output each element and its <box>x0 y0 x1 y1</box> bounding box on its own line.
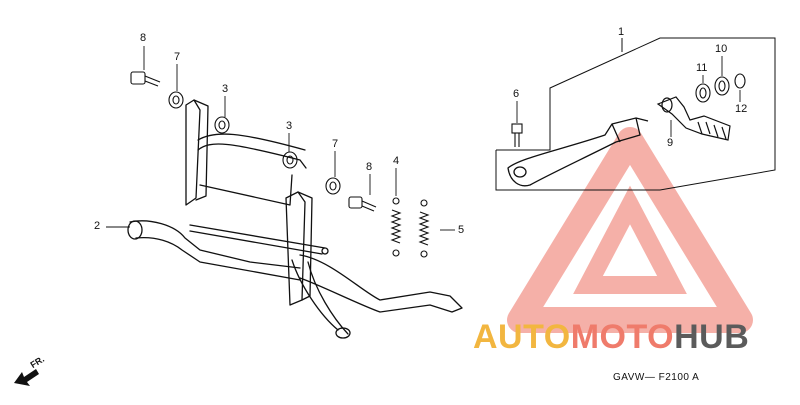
bolt-6 <box>511 123 523 147</box>
leader-lines <box>106 46 741 231</box>
callout-8-right: 8 <box>366 161 373 173</box>
spring-5 <box>418 199 430 258</box>
callout-5: 5 <box>458 224 465 236</box>
callout-2: 2 <box>94 220 101 232</box>
collar-3-left <box>214 116 230 134</box>
callout-10: 10 <box>715 43 728 55</box>
watermark-logo <box>507 127 753 333</box>
clip-12 <box>734 73 746 89</box>
kick-pedal-9 <box>656 96 731 141</box>
bolt-8-right <box>348 196 377 212</box>
callout-3-right: 3 <box>286 120 293 132</box>
washer-7-right <box>325 177 341 195</box>
callout-12: 12 <box>735 103 748 115</box>
kick-starter-group-outline <box>495 37 776 191</box>
callout-3-left: 3 <box>222 83 229 95</box>
washer-10 <box>714 76 730 96</box>
watermark-hub: HUB <box>674 318 750 356</box>
spring-4 <box>390 197 402 257</box>
front-arrow-icon <box>14 369 39 386</box>
callout-11: 11 <box>696 62 708 74</box>
callout-9: 9 <box>667 137 674 149</box>
spring-11 <box>695 83 711 103</box>
watermark-text: AUTOMOTOHUB <box>473 318 749 357</box>
watermark-moto: MOTO <box>570 318 675 356</box>
callout-7-left: 7 <box>174 51 181 63</box>
callout-4: 4 <box>393 155 400 167</box>
bolt-8-left <box>130 71 161 87</box>
collar-3-right <box>282 151 298 169</box>
callout-7-right: 7 <box>332 138 339 150</box>
diagram-code: GAVW— F2100 A <box>613 372 700 383</box>
washer-7-left <box>168 91 184 109</box>
callout-8-left: 8 <box>140 32 147 44</box>
main-stand <box>127 99 463 339</box>
callout-6: 6 <box>513 88 520 100</box>
kick-starter-arm <box>507 117 649 187</box>
watermark-auto: AUTO <box>473 318 571 356</box>
callout-1: 1 <box>618 26 625 38</box>
